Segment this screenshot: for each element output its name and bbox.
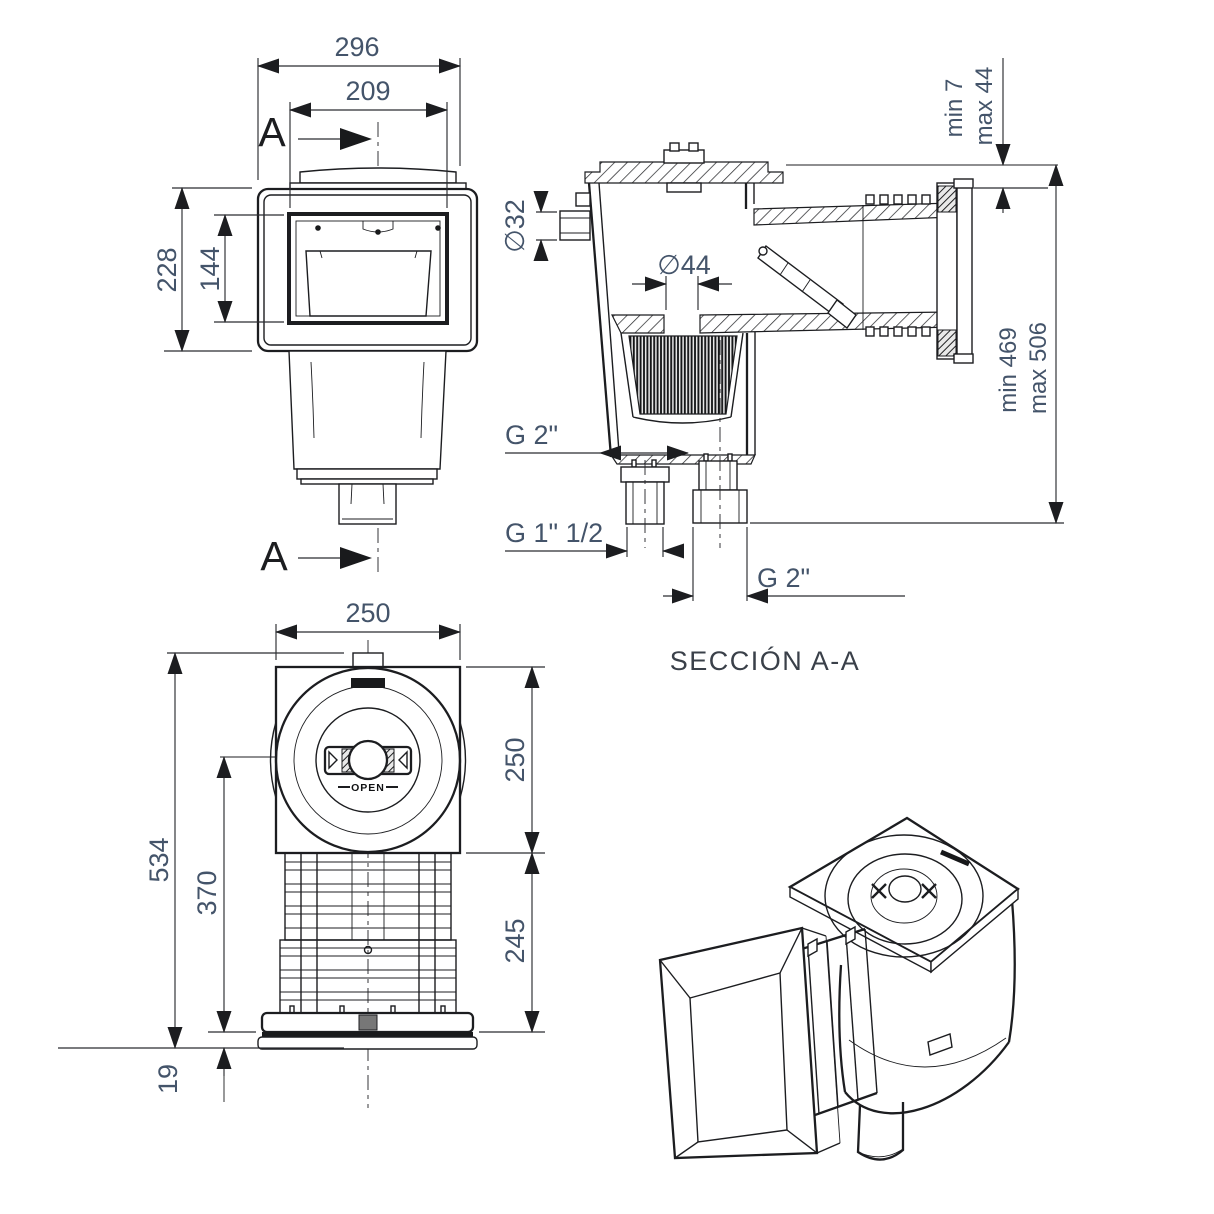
dim-flange-thickness: 19: [153, 1047, 232, 1102]
dim-install-depth: min 469 max 506: [750, 164, 1064, 524]
section-view: ∅32 ∅44 G 2" G 1" 1/2 G 2": [500, 58, 1064, 676]
dim-drain-diameter-label: ∅44: [657, 250, 711, 280]
front-view-geometry: [256, 122, 479, 576]
dim-plate-width: 250: [275, 598, 461, 660]
dim-side-port-diameter-label: ∅32: [500, 199, 530, 253]
dim-side-port-diameter: ∅32: [500, 191, 557, 261]
section-marker-bottom-label: A: [260, 533, 288, 579]
dim-overall-width-label: 296: [334, 32, 379, 62]
dim-g2-tank-outlet: G 2": [505, 420, 689, 461]
dim-drain-diameter: ∅44: [632, 250, 732, 310]
dim-g2-bottom-outlet-label: G 2": [757, 563, 810, 593]
section-arrow-icon: [340, 128, 372, 150]
section-marker-bottom: A: [260, 533, 372, 579]
dim-lid-width: 209: [289, 76, 448, 208]
dim-overall-height-top-view: 534: [58, 652, 344, 1049]
dim-overall-width: 296: [257, 32, 461, 180]
faceplate-front: [257, 1005, 478, 1050]
dim-install-depth-max-label: max 506: [1025, 322, 1052, 414]
dim-deck-clearance: min 7 max 44: [941, 58, 1048, 213]
section-marker-top-label: A: [258, 109, 286, 155]
dim-lid-width-label: 209: [345, 76, 390, 106]
iso-view: [658, 816, 1020, 1161]
dim-g1-half-outlet: G 1" 1/2: [505, 518, 684, 559]
dim-plate-depth: 250: [466, 666, 545, 854]
dim-deck-clearance-max-label: max 44: [971, 67, 998, 146]
dim-plate-width-label: 250: [345, 598, 390, 628]
top-view-geometry: OPEN: [220, 640, 478, 1108]
dim-deck-clearance-min-label: min 7: [941, 79, 968, 138]
brand-badge: [351, 678, 385, 688]
iso-lid-plate: [787, 816, 1020, 974]
section-caption: SECCIÓN A-A: [670, 645, 861, 676]
dim-lower-section-height: 245: [479, 852, 545, 1033]
weir-flap: [757, 244, 857, 330]
dim-body-height: 370: [192, 756, 256, 1033]
section-view-geometry: [559, 142, 1058, 548]
dim-install-depth-min-label: min 469: [995, 327, 1022, 412]
dim-plate-depth-label: 250: [500, 737, 530, 782]
dim-overall-height-top-view-label: 534: [144, 837, 174, 882]
bottom-outlets: [620, 340, 748, 548]
dim-g2-bottom-outlet: G 2": [663, 527, 905, 604]
iso-mouth-frame: [658, 926, 841, 1160]
section-marker-top: A: [258, 109, 372, 155]
lid-handle: [323, 739, 413, 781]
dim-g2-tank-outlet-label: G 2": [505, 420, 558, 450]
section-arrow-icon: [340, 547, 372, 569]
dim-body-height-label: 370: [192, 870, 222, 915]
dim-g1-half-outlet-label: G 1" 1/2: [505, 518, 603, 548]
dim-overall-height: 228: [152, 187, 252, 352]
lid-open-label: OPEN: [351, 782, 385, 794]
brand-badge-iso: [940, 849, 970, 867]
dim-lower-section-height-label: 245: [500, 918, 530, 963]
dim-overall-height-label: 228: [152, 247, 182, 292]
dim-window-height: 144: [195, 214, 284, 323]
top-view: OPEN: [58, 598, 545, 1108]
dim-flange-thickness-label: 19: [153, 1064, 183, 1094]
front-view: A A 296 209 228: [152, 32, 479, 579]
dim-window-height-label: 144: [195, 246, 225, 291]
